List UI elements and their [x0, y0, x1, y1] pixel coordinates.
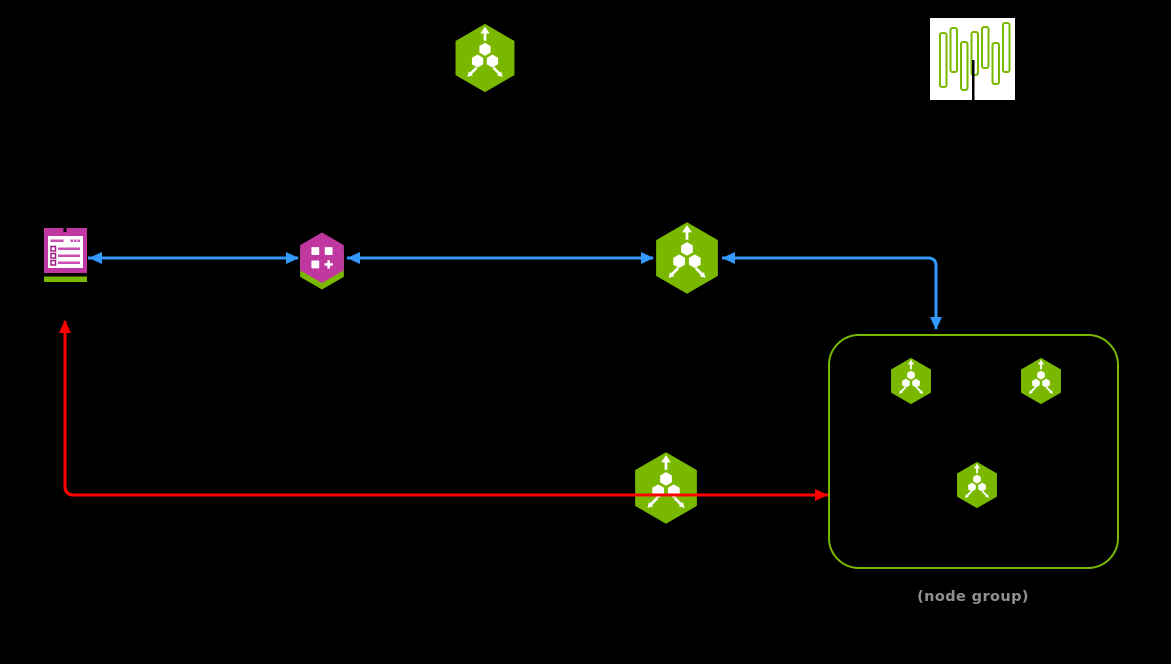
metrics-bars-icon — [930, 18, 1015, 160]
scale-out-hexagon-icon — [633, 450, 699, 526]
node-hexagon-icon — [956, 461, 998, 510]
node-group-box — [828, 334, 1119, 569]
node-hexagon-icon — [1020, 357, 1062, 406]
blue-arrow-scaler-to-node-group — [722, 252, 942, 330]
node-hexagon-icon — [890, 357, 932, 406]
node-group-label: (node group) — [917, 589, 1029, 605]
add-application-hexagon-icon — [300, 232, 344, 290]
red-arrow-node-group-to-app — [59, 320, 828, 501]
scale-out-hexagon-icon — [454, 22, 516, 94]
metrics-connector-line — [972, 60, 975, 160]
app-list-window-icon — [44, 227, 87, 282]
scale-out-hexagon-icon — [654, 220, 720, 296]
